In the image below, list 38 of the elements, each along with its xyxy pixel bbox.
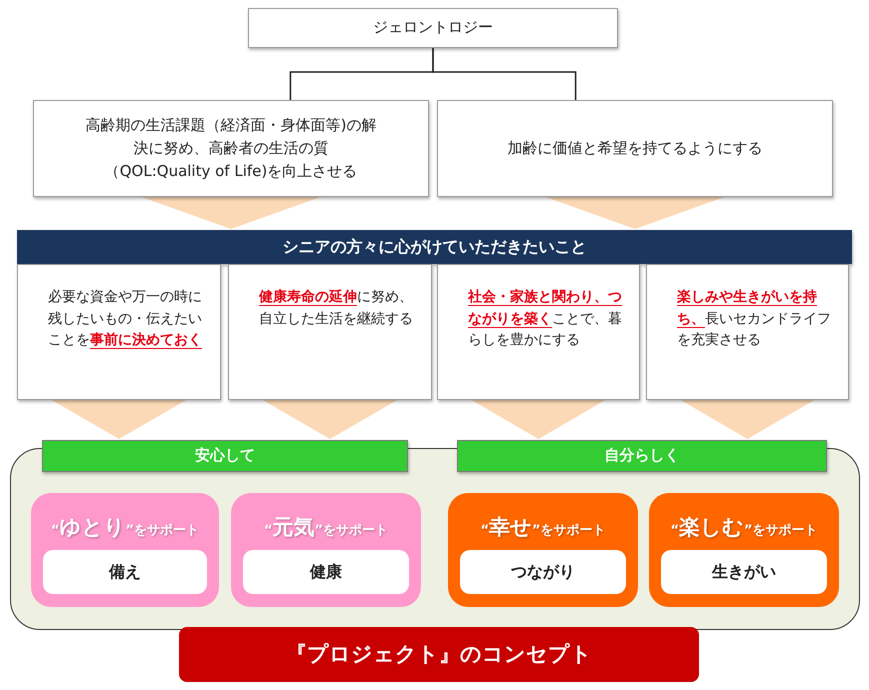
text-box	[33, 100, 429, 197]
label-box	[43, 550, 207, 594]
text-box	[646, 264, 849, 400]
text-box	[228, 264, 432, 400]
text-box	[248, 8, 618, 48]
box-text: 生きがい	[712, 560, 776, 583]
label-box	[460, 550, 626, 594]
header-band	[17, 230, 852, 264]
box-text: 高齢期の生活課題（経済面・身体面等)の解決に努め、高齢者の生活の質（QOL:Quality of Life)を向上させる	[84, 114, 378, 182]
box-text: 楽しみや生きがいを持ち、長いセカンドライフを充実させる	[677, 288, 832, 350]
box-text: 加齢に価値と希望を持てるようにする	[508, 138, 762, 159]
box-text: シニアの方々に心がけていただきたいこと	[282, 236, 586, 258]
support-card	[448, 493, 638, 607]
box-text: 備え	[109, 560, 141, 583]
support-title: “元気”をサポート	[264, 514, 388, 541]
text-box	[437, 100, 833, 197]
support-card	[31, 493, 219, 607]
connector-line	[432, 48, 576, 100]
support-card	[231, 493, 421, 607]
box-text: 社会・家族と関わり、つながりを築くことで、暮らしを豊かにする	[468, 288, 623, 350]
box-text: 健康寿命の延伸に努め、自立した生活を継続する	[259, 288, 414, 329]
box-text: つながり	[511, 560, 575, 583]
box-text: 必要な資金や万一の時に残したいもの・伝えたいことを事前に決めておく	[48, 288, 203, 352]
box-text: ジェロントロジー	[373, 17, 493, 38]
support-title: “楽しむ”をサポート	[670, 514, 818, 541]
concept-banner: 『プロジェクト』のコンセプト	[179, 627, 699, 682]
label-box	[243, 550, 409, 594]
text-box	[437, 264, 640, 400]
support-card	[649, 493, 839, 607]
support-title: “幸せ”をサポート	[480, 514, 606, 541]
support-title: “ゆとり”をサポート	[50, 514, 200, 541]
box-text: 自分らしく	[604, 445, 680, 466]
text-box	[17, 264, 221, 400]
box-text: 健康	[310, 560, 342, 583]
box-text: 安心して	[195, 445, 255, 466]
category-bar	[42, 440, 408, 472]
label-box	[661, 550, 827, 594]
category-bar	[457, 440, 827, 472]
